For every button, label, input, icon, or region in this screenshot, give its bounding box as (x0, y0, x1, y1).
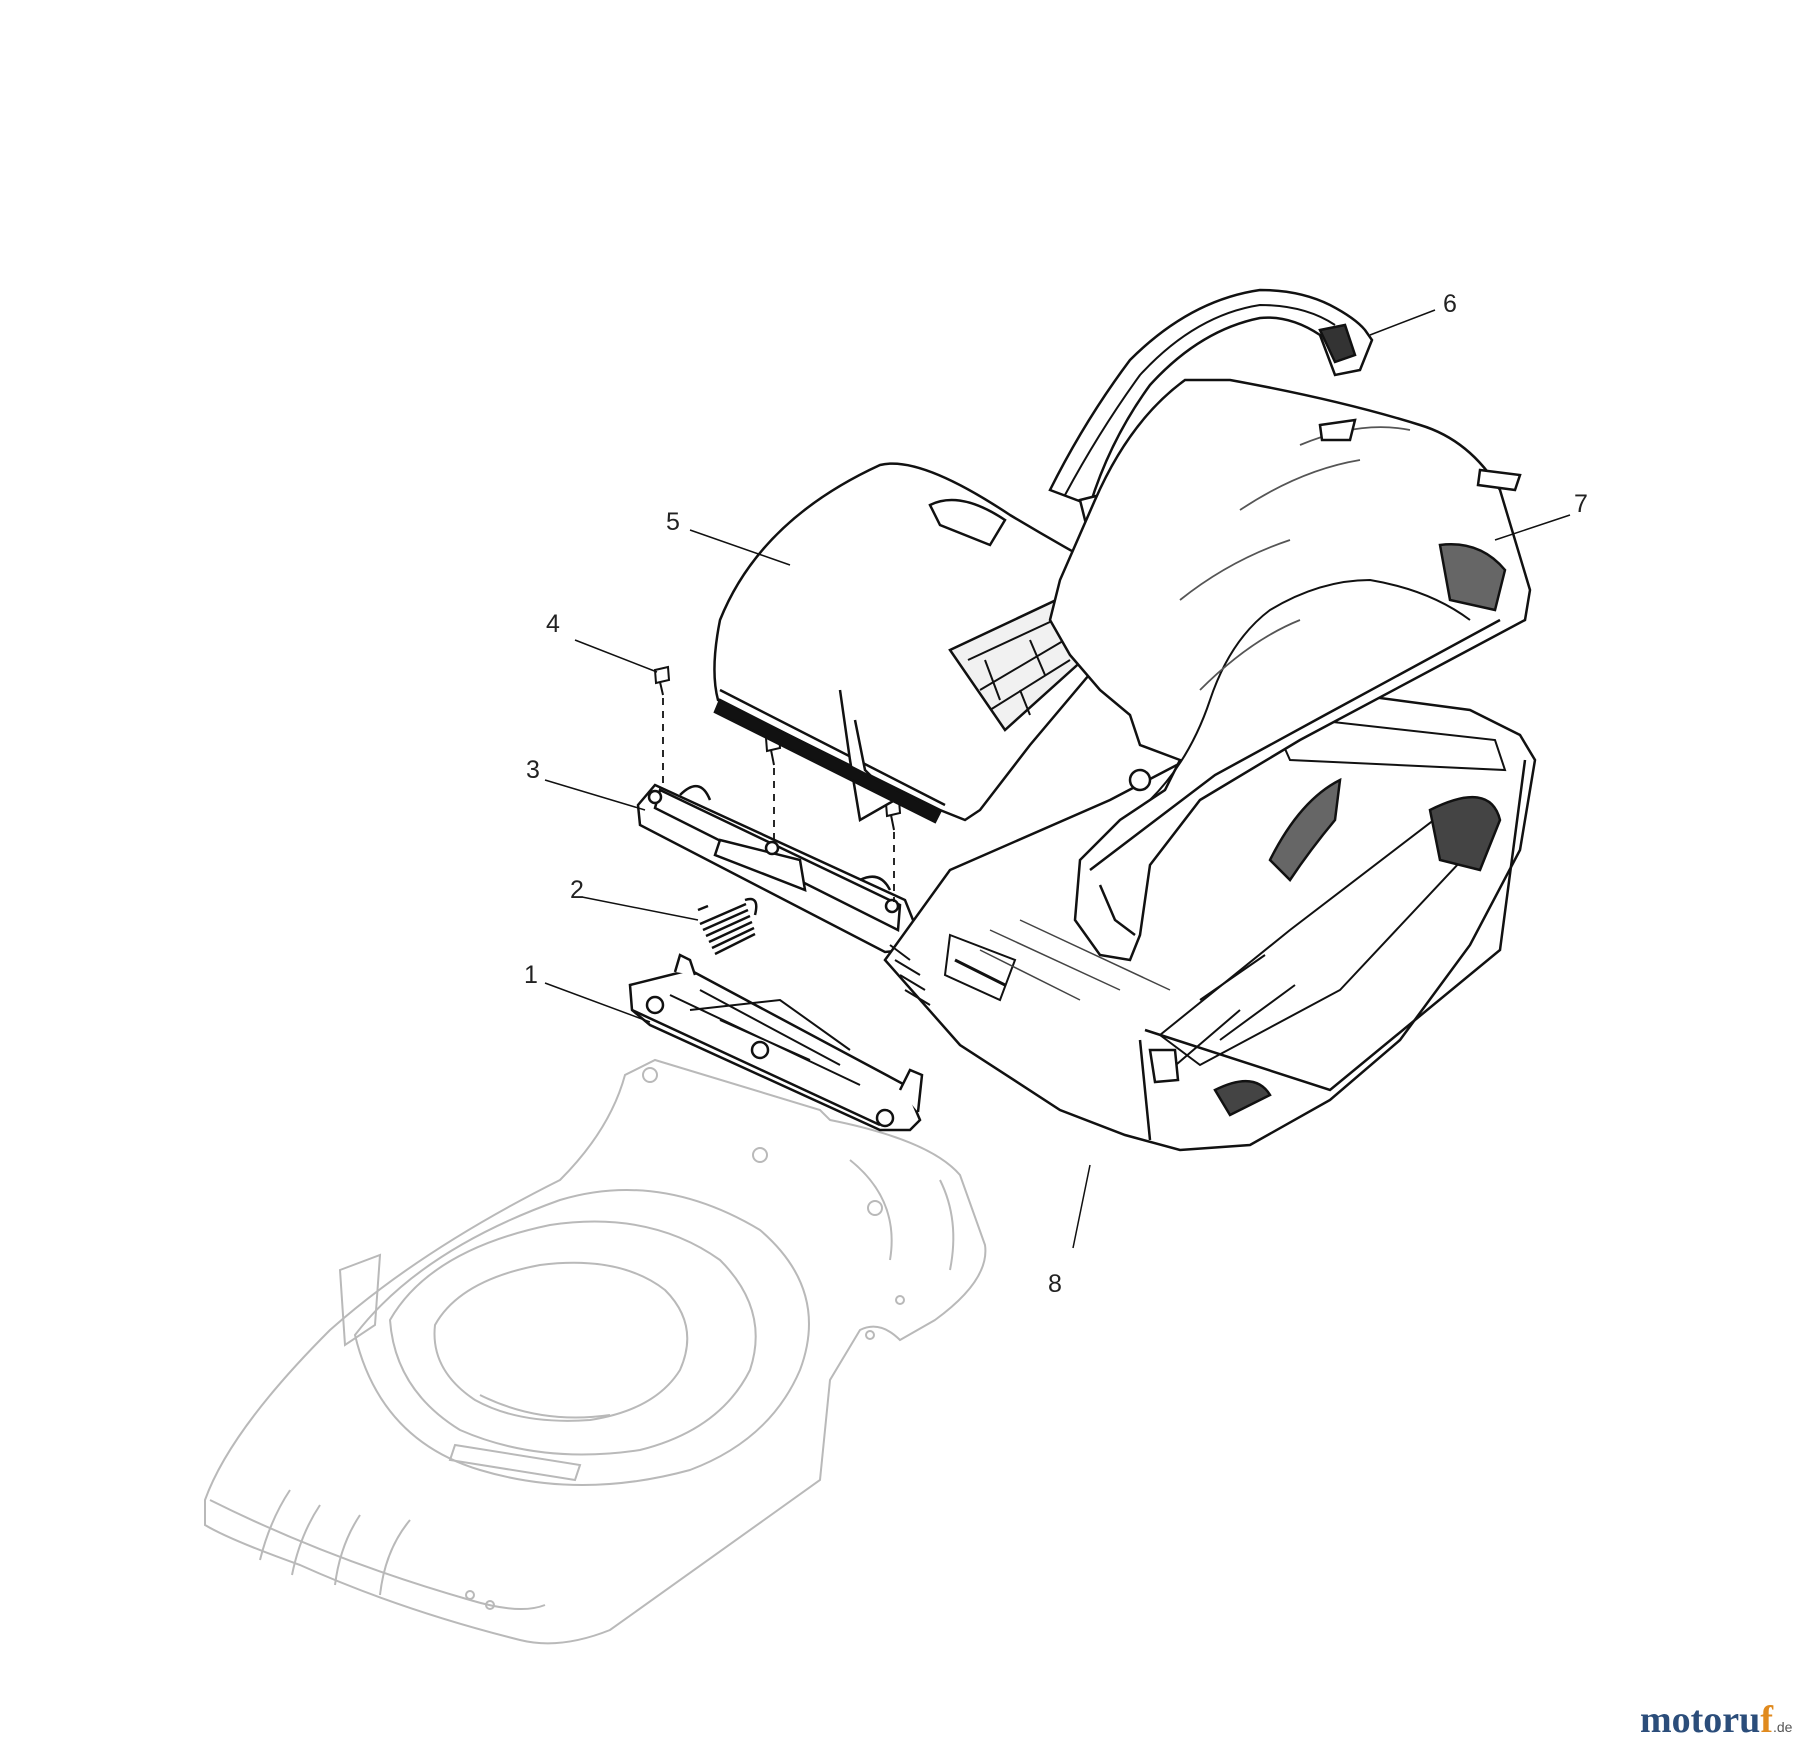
label-3: 3 (526, 756, 540, 784)
leader-1 (544, 982, 651, 1023)
part-3-flap (636, 783, 917, 954)
leader-3 (544, 779, 646, 811)
part-labels: 1 2 3 4 5 6 7 8 (524, 290, 1588, 1298)
mower-deck (204, 1058, 987, 1645)
leader-7 (1494, 514, 1571, 541)
label-4: 4 (546, 610, 560, 638)
label-7: 7 (1574, 490, 1588, 518)
leader-2 (581, 896, 699, 921)
part-1-flap-bracket (628, 953, 924, 1132)
leader-lines (544, 309, 1571, 1249)
svg-text:motoruf.de: motoruf.de (1640, 1699, 1793, 1741)
label-2: 2 (570, 876, 584, 904)
watermark-logo: motoruf.de (1640, 1699, 1793, 1741)
part-6-handle (1048, 288, 1374, 522)
assembly-guides (662, 698, 895, 902)
leader-8 (1072, 1164, 1091, 1249)
part-7-bag-cover (1048, 378, 1532, 962)
watermark-main: motoru (1640, 1699, 1760, 1741)
part-2-spring (697, 897, 758, 956)
label-8: 8 (1048, 1270, 1062, 1298)
watermark-suffix: .de (1773, 1719, 1793, 1735)
label-6: 6 (1443, 290, 1457, 318)
leader-6 (1369, 309, 1436, 336)
leader-4 (574, 639, 658, 673)
label-1: 1 (524, 961, 538, 989)
leader-5 (689, 529, 791, 566)
watermark-accent: f (1760, 1699, 1774, 1741)
label-5: 5 (666, 508, 680, 536)
